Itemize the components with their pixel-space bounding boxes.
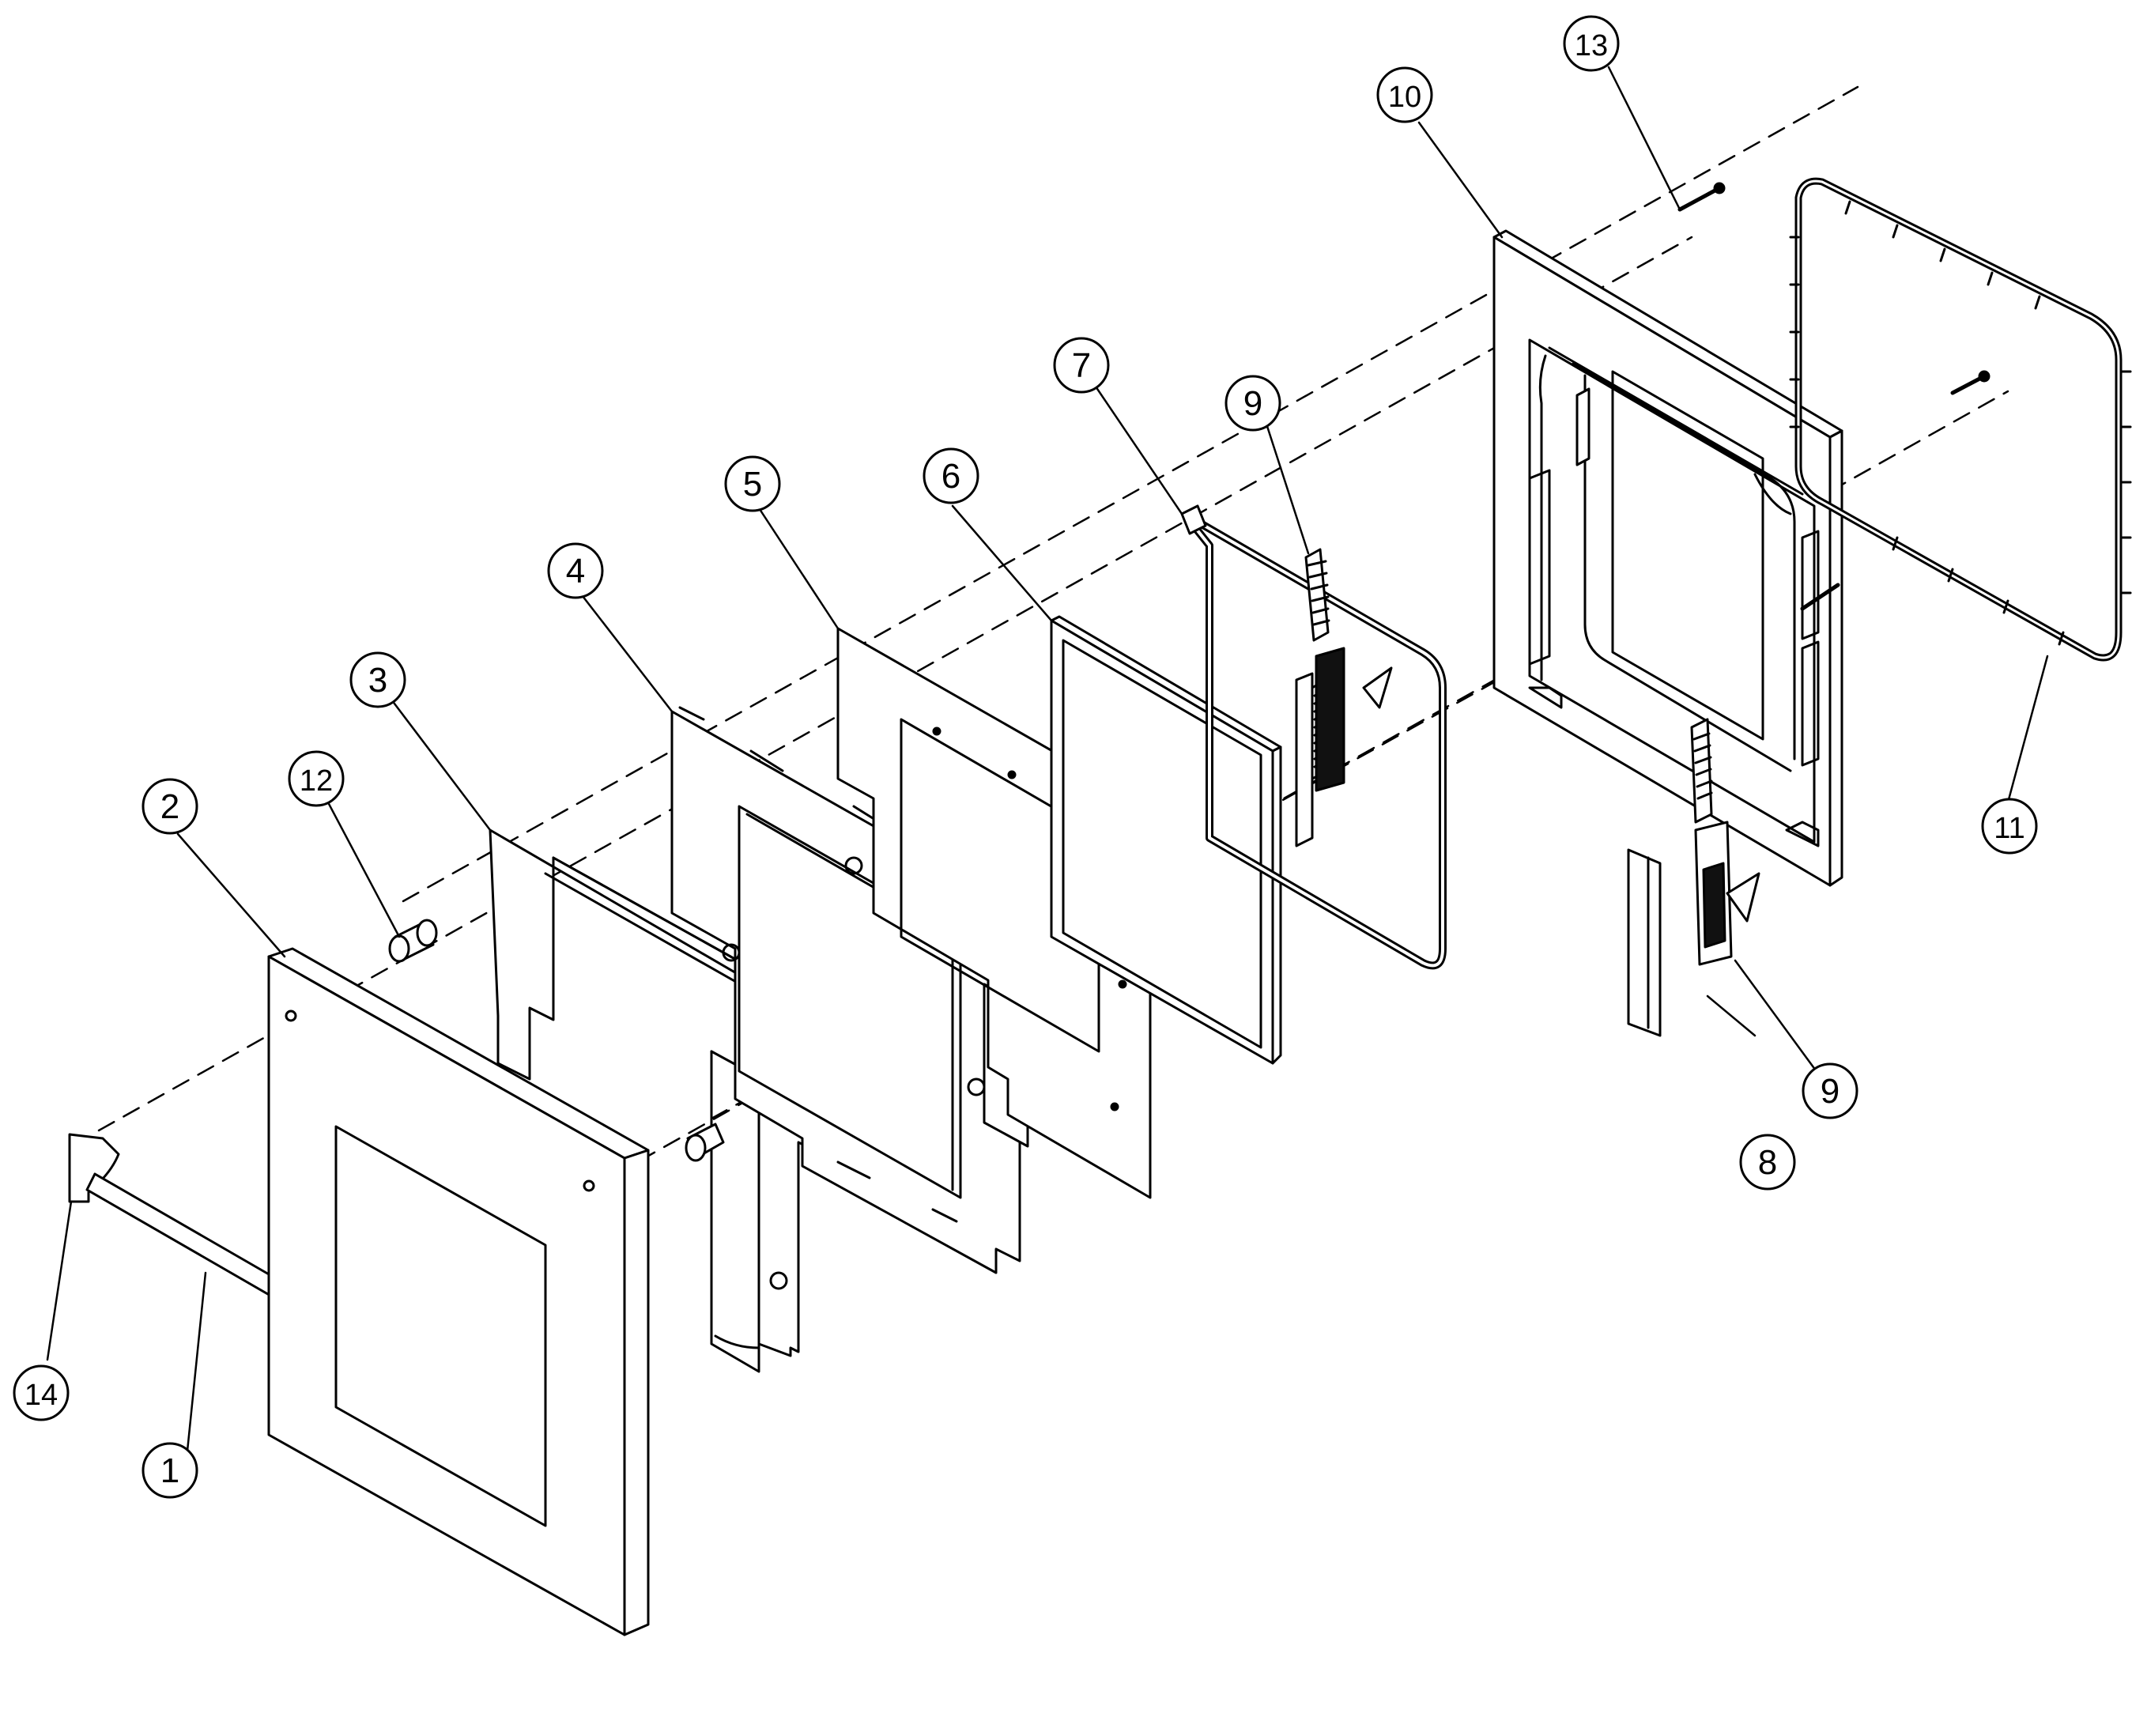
callout-circle <box>547 542 604 599</box>
callout-label: 6 <box>941 457 960 496</box>
part-11-door-seal <box>1789 177 2132 662</box>
callout-circle <box>142 1442 198 1499</box>
callout-c8: 8 <box>1739 1134 1796 1191</box>
callout-circle <box>288 750 345 807</box>
callout-circle <box>13 1364 70 1421</box>
callout-label: 13 <box>1575 29 1608 62</box>
part-7-gasket-seal <box>1180 504 1447 970</box>
callout-circle <box>1053 337 1110 394</box>
callout-circle <box>1376 66 1433 123</box>
part-8-hinge-plate-upper <box>1295 672 1314 847</box>
callout-label: 8 <box>1758 1143 1777 1182</box>
callout-c9b: 9 <box>1802 1062 1858 1119</box>
callout-c3: 3 <box>349 651 406 708</box>
callout-label: 9 <box>1821 1072 1840 1111</box>
part-13-screw <box>1677 182 1990 611</box>
callout-circle <box>349 651 406 708</box>
callout-c13: 13 <box>1563 15 1620 72</box>
callout-circle <box>724 455 781 512</box>
callout-c9a: 9 <box>1224 375 1281 432</box>
leader-lines <box>46 66 2049 1468</box>
part-9-hinge-lower <box>1690 718 1760 966</box>
callout-circle <box>1563 15 1620 72</box>
callout-circle <box>1802 1062 1858 1119</box>
callout-c6: 6 <box>923 447 979 504</box>
part-6-glass <box>1050 615 1282 1065</box>
callout-label: 5 <box>743 465 762 504</box>
callout-label: 9 <box>1243 384 1262 423</box>
callout-circle <box>142 778 198 835</box>
callout-c2: 2 <box>142 778 198 835</box>
callout-c12: 12 <box>288 750 345 807</box>
callout-c4: 4 <box>547 542 604 599</box>
callout-label: 14 <box>25 1379 58 1412</box>
callout-circle <box>923 447 979 504</box>
callout-c5: 5 <box>724 455 781 512</box>
callout-label: 12 <box>300 764 333 798</box>
callout-c1: 1 <box>142 1442 198 1499</box>
callout-label: 11 <box>1994 812 2024 845</box>
callout-label: 10 <box>1388 81 1421 114</box>
part-9-hinge-upper <box>1304 548 1393 792</box>
part-12-spacer <box>388 919 438 963</box>
callout-c14: 14 <box>13 1364 70 1421</box>
callout-label: 7 <box>1072 346 1091 385</box>
part-10-door-frame <box>1492 229 1843 887</box>
callout-circle <box>1981 798 2038 855</box>
callout-c11: 11 <box>1981 798 2038 855</box>
callout-c10: 10 <box>1376 66 1433 123</box>
callout-label: 4 <box>566 552 585 591</box>
callout-circle <box>1224 375 1281 432</box>
part-8-hinge-plate-lower <box>1627 848 1662 1037</box>
callout-c7: 7 <box>1053 337 1110 394</box>
callout-label: 1 <box>160 1451 179 1490</box>
callout-label: 3 <box>368 661 387 700</box>
part-2-outer-panel <box>267 947 650 1636</box>
callout-circle <box>1739 1134 1796 1191</box>
callout-label: 2 <box>160 787 179 826</box>
